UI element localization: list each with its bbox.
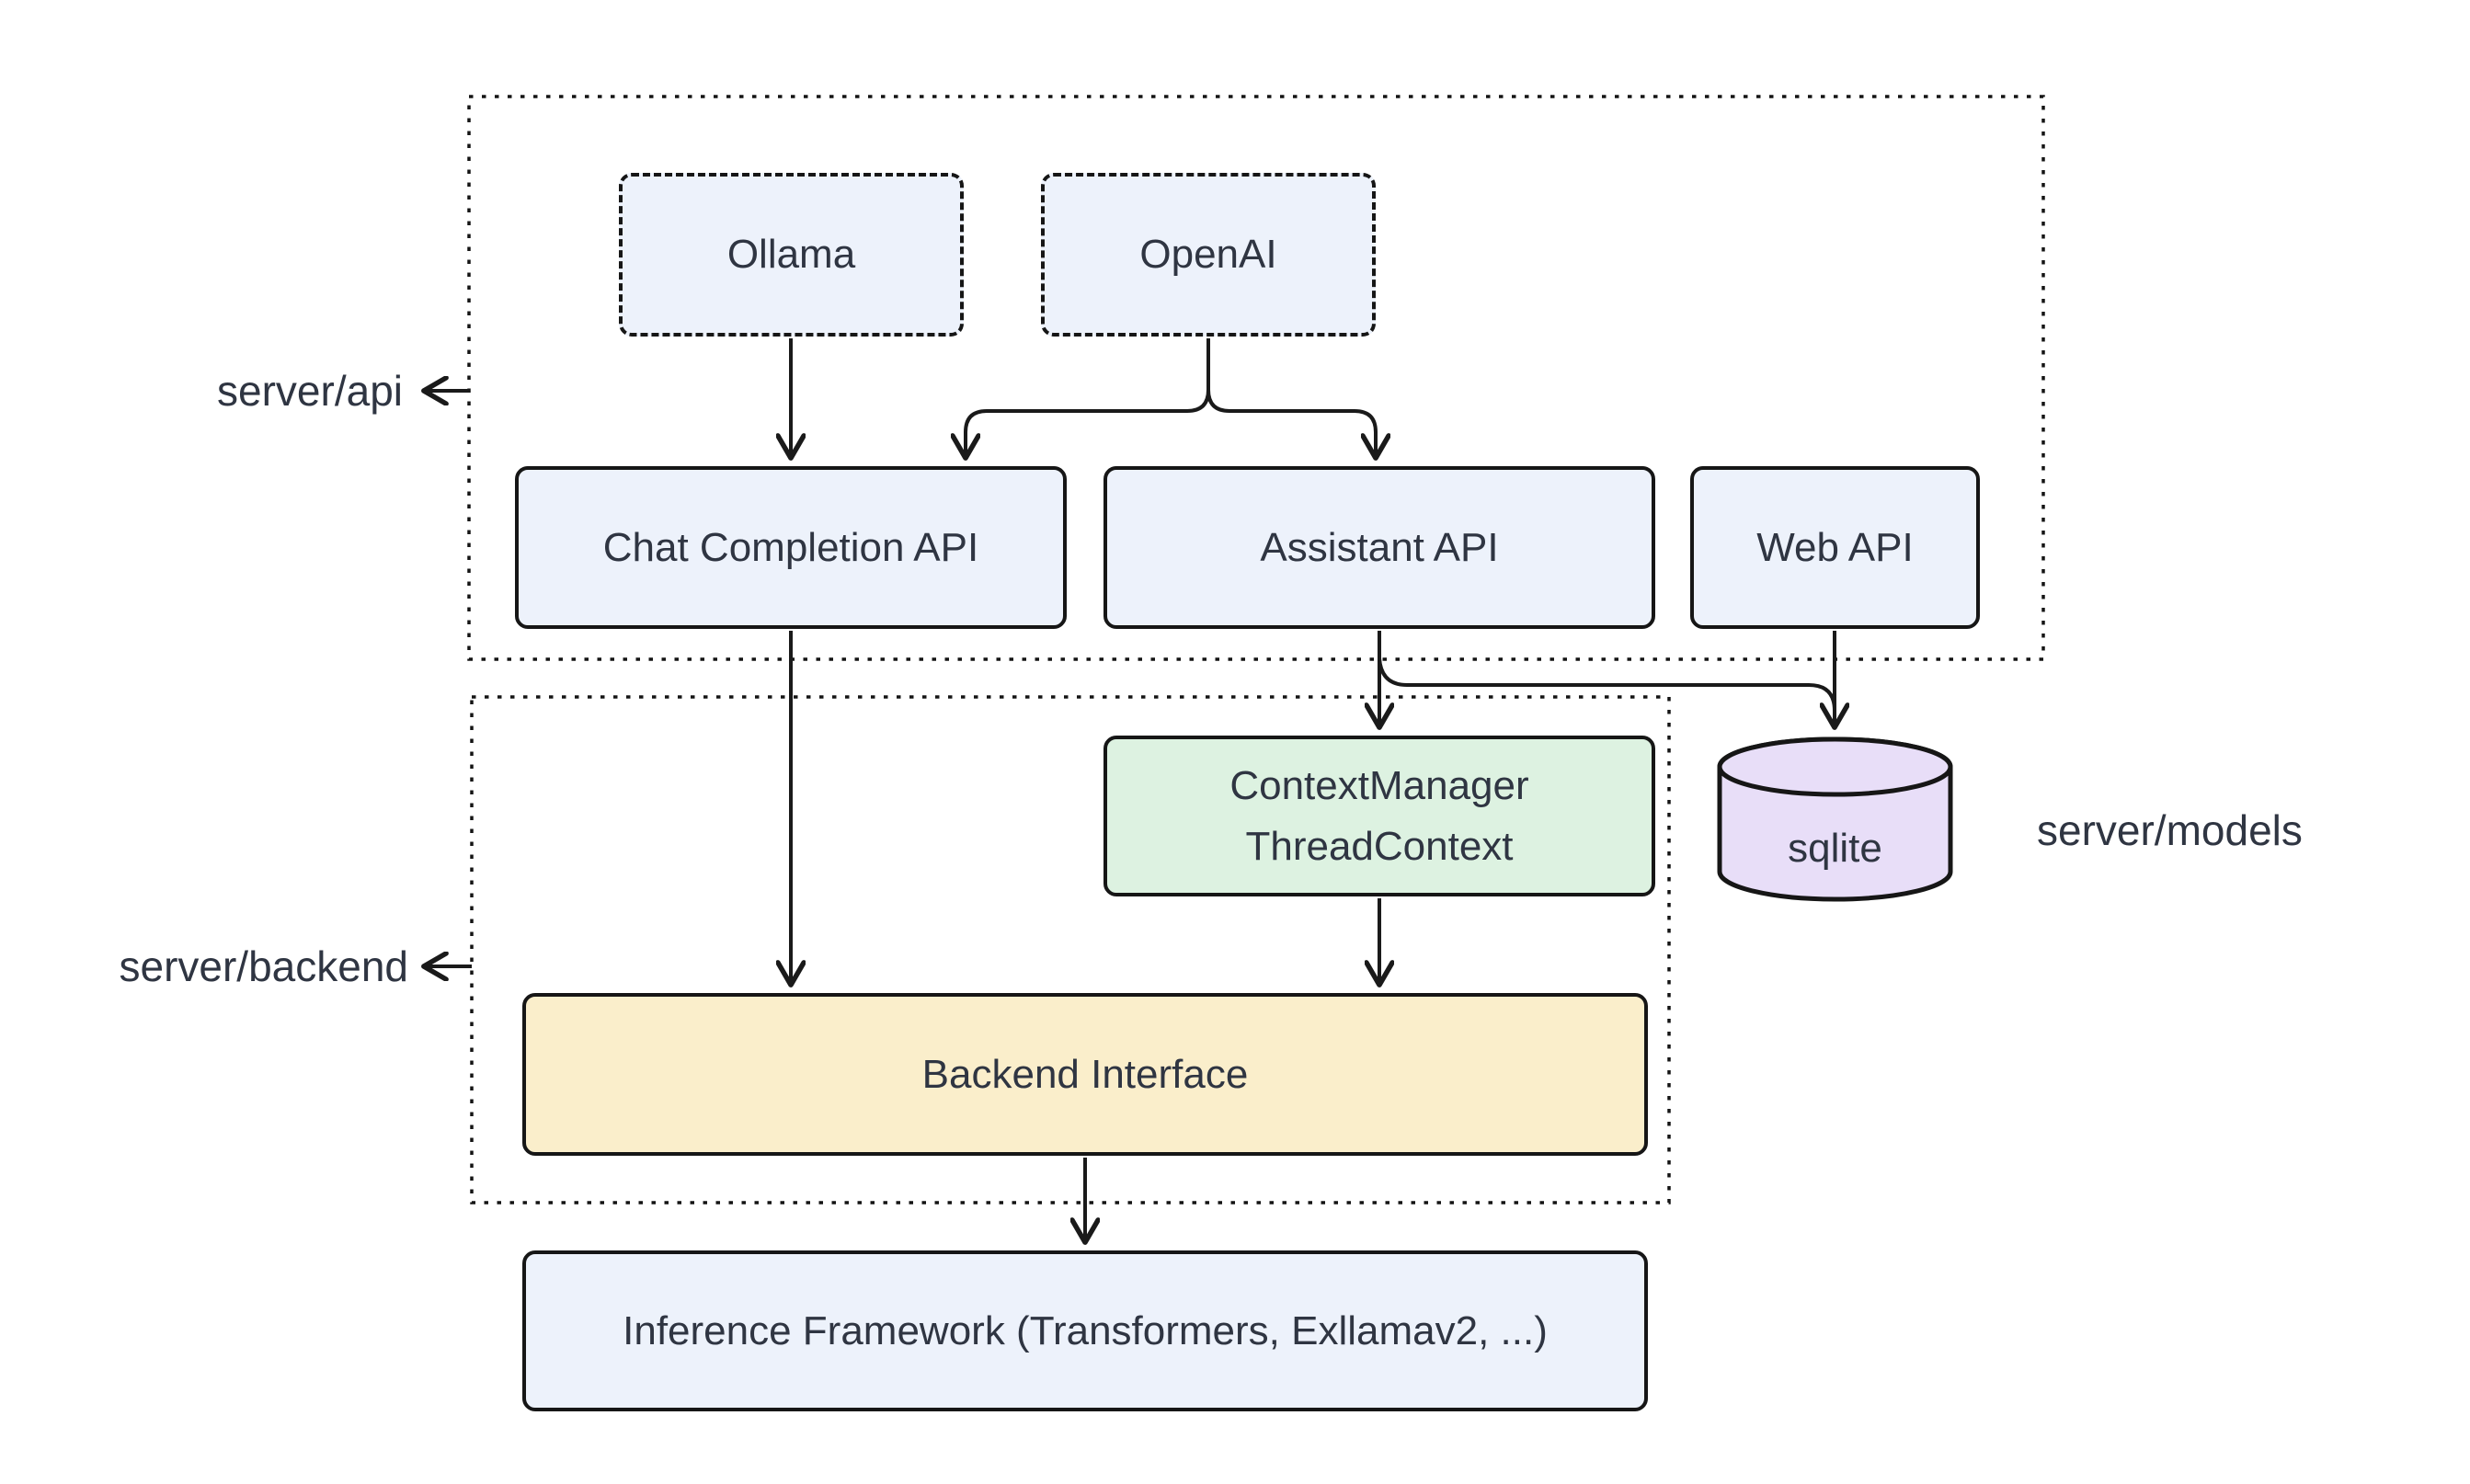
node-assistant-api-label: Assistant API bbox=[1260, 524, 1499, 570]
node-web-api: Web API bbox=[1690, 466, 1980, 629]
node-openai-label: OpenAI bbox=[1139, 232, 1277, 277]
cylinder-shape bbox=[1717, 736, 1953, 902]
node-inference-framework-label: Inference Framework (Transformers, Exlla… bbox=[623, 1307, 1548, 1353]
node-web-api-label: Web API bbox=[1756, 524, 1914, 570]
node-assistant-api: Assistant API bbox=[1103, 466, 1655, 629]
node-inference-framework: Inference Framework (Transformers, Exlla… bbox=[522, 1250, 1648, 1411]
node-chat-completion-api-label: Chat Completion API bbox=[602, 524, 979, 570]
label-server-models: server/models bbox=[2037, 806, 2303, 854]
edge-openai-to-assistant bbox=[1206, 338, 1376, 455]
node-sqlite-cylinder: sqlite bbox=[1716, 734, 1954, 905]
node-openai: OpenAI bbox=[1041, 173, 1376, 337]
label-server-api: server/api bbox=[217, 367, 403, 415]
node-context-manager-line1: ContextManager bbox=[1229, 762, 1529, 808]
node-backend-interface: Backend Interface bbox=[522, 993, 1648, 1156]
node-context-manager-line2: ThreadContext bbox=[1245, 823, 1514, 869]
node-backend-interface-label: Backend Interface bbox=[921, 1051, 1249, 1097]
edge-assistant-to-sqlite-branch bbox=[1378, 657, 1836, 712]
node-context-manager: ContextManager ThreadContext bbox=[1103, 736, 1655, 896]
node-ollama-label: Ollama bbox=[726, 232, 856, 277]
node-sqlite-label: sqlite bbox=[1788, 826, 1882, 871]
node-chat-completion-api: Chat Completion API bbox=[515, 466, 1067, 629]
label-server-backend: server/backend bbox=[119, 942, 409, 990]
node-ollama: Ollama bbox=[619, 173, 964, 337]
edge-openai-to-chat bbox=[966, 338, 1210, 455]
